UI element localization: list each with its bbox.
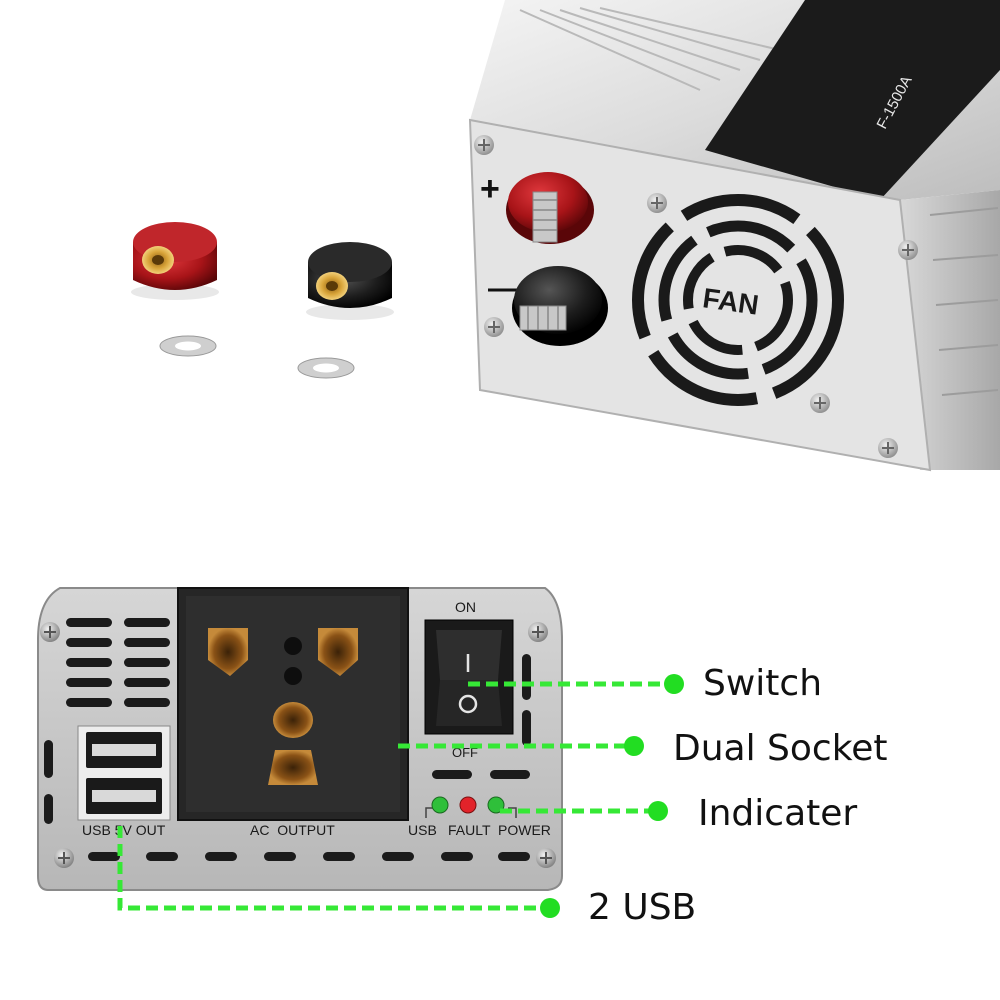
callout-lines	[117, 681, 672, 911]
ac-output-label: AC OUTPUT	[250, 822, 335, 838]
spare-red-terminal-cap	[131, 222, 219, 300]
callout-dot-usb	[540, 898, 560, 918]
washer-left	[159, 335, 217, 357]
callout-switch-label: Switch	[703, 663, 823, 704]
callout-dot-indicator	[648, 801, 668, 821]
fan-label: FAN	[701, 282, 761, 320]
terminal-plus-sign: +	[480, 170, 500, 208]
callout-socket-label: Dual Socket	[673, 728, 888, 769]
screw-icon	[40, 622, 556, 868]
led-label-fault: FAULT	[448, 822, 491, 838]
screw-icon	[474, 135, 918, 458]
callout-dots	[540, 674, 684, 918]
vent-slots	[44, 618, 531, 861]
terminal-minus-sign: —	[488, 272, 518, 305]
power-switch[interactable]	[424, 619, 514, 735]
inverter-front-panel: USB 5V OUT AC OUTPUT ON OFF USB FAULT PO…	[37, 587, 684, 918]
inverter-rear-illustration: F-1500A + —	[131, 0, 1000, 472]
ac-socket[interactable]	[177, 587, 409, 821]
positive-terminal[interactable]	[506, 172, 594, 244]
usb-output-label: USB 5V OUT	[82, 822, 166, 838]
led-indicators	[425, 796, 517, 818]
callout-indicator-label: Indicater	[698, 793, 858, 834]
switch-off-label: OFF	[452, 745, 478, 760]
usb-ports[interactable]	[77, 725, 171, 821]
callout-dot-switch	[664, 674, 684, 694]
fan-grille: FAN	[632, 194, 844, 406]
spare-black-terminal-cap	[306, 242, 394, 320]
callout-line-usb	[117, 826, 548, 911]
callout-dot-socket	[624, 736, 644, 756]
washer-right	[297, 357, 355, 379]
led-label-power: POWER	[498, 822, 551, 838]
callout-usb-label: 2 USB	[588, 887, 697, 928]
usb-led	[431, 796, 449, 814]
fault-led	[459, 796, 477, 814]
switch-on-label: ON	[455, 599, 476, 615]
led-label-usb: USB	[408, 822, 437, 838]
negative-terminal[interactable]	[512, 266, 608, 346]
